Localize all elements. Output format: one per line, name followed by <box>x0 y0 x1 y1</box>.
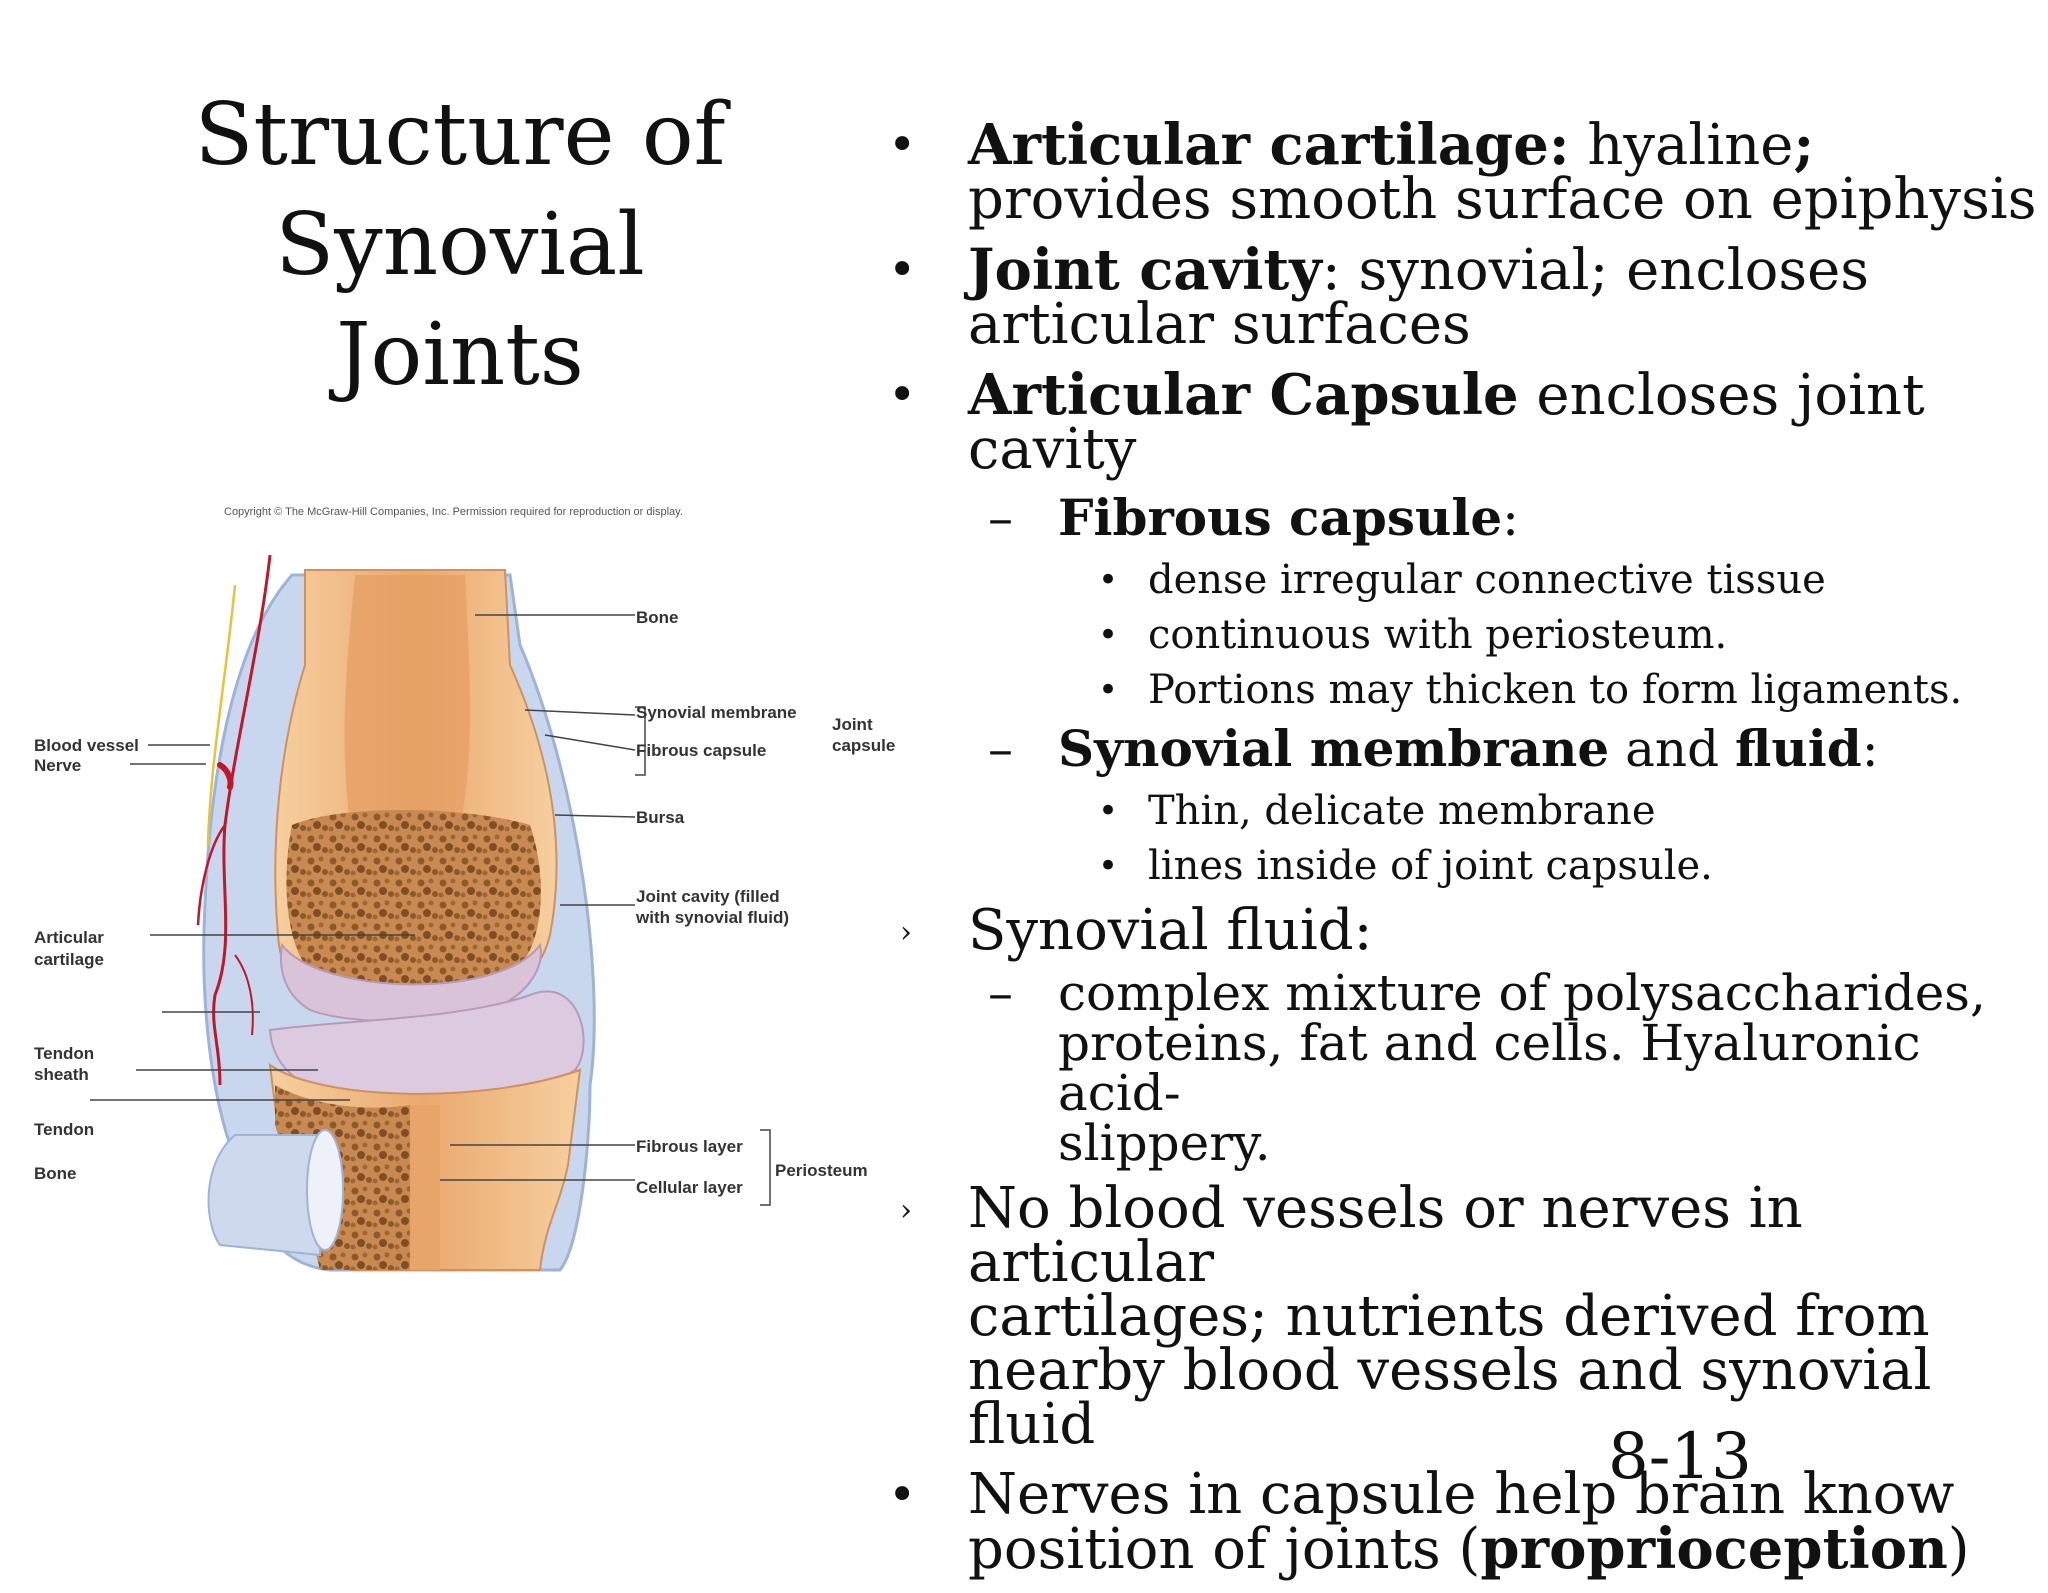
bullet-bold-text: Articular cartilage: <box>968 112 1570 178</box>
label-joint-cavity: with synovial fluid) <box>635 908 789 927</box>
label-synovial-membrane: Synovial membrane <box>636 703 797 722</box>
label-bone-top: Bone <box>636 608 679 627</box>
bullet-dot: • <box>1098 615 1119 655</box>
bullet-no-blood-vessels: › No blood vessels or nerves in articula… <box>880 1181 2040 1453</box>
bullet-synovial-fluid: › Synovial fluid: <box>880 903 2040 959</box>
bullet-text: slippery. <box>1058 1114 1271 1172</box>
page-number: 8-13 <box>1608 1420 1752 1494</box>
bullet-bold-text: ; <box>1793 112 1815 178</box>
bullet-bold-text: proprioception <box>1480 1516 1948 1582</box>
bullet-text: : synovial; encloses <box>1321 238 1869 303</box>
title-line: Joints <box>336 305 584 405</box>
tendon-shape <box>207 1134 321 1257</box>
label-cellular-layer: Cellular layer <box>636 1178 743 1197</box>
bullet-text: Thin, delicate membrane <box>1148 788 1656 834</box>
label-blood-vessel: Blood vessel <box>34 736 139 755</box>
bullet-text: articular surfaces <box>968 292 1471 357</box>
nerve-shape <box>206 584 237 846</box>
label-fibrous-capsule: Fibrous capsule <box>636 741 766 760</box>
bullet-bold-text: Fibrous capsule <box>1058 488 1503 547</box>
title-line: Structure of <box>194 85 726 185</box>
label-periosteum: Periosteum <box>775 1161 868 1180</box>
label-nerve: Nerve <box>34 756 81 775</box>
bullet-text: Portions may thicken to form ligaments. <box>1148 667 1963 713</box>
subbullet-fibrous-capsule: – Fibrous capsule: <box>880 489 2040 547</box>
bullet-dot: • <box>888 242 917 298</box>
bullet-dot: • <box>1098 670 1119 710</box>
bullet-text: nearby blood vessels and synovial fluid <box>968 1338 1932 1457</box>
dash-marker: – <box>988 964 1013 1022</box>
copyright-notice: Copyright © The McGraw-Hill Companies, I… <box>224 506 683 518</box>
blood-vessel-shape <box>212 554 272 1086</box>
subbullet-fluid-composition: – complex mixture of polysaccharides, pr… <box>880 968 2040 1168</box>
label-articular-cartilage: Articular <box>34 928 104 947</box>
bullet-text: and <box>1609 720 1736 778</box>
bullet-dot: › <box>900 1193 912 1228</box>
dash-marker: – <box>988 720 1013 778</box>
label-joint-cavity: Joint cavity (filled <box>636 887 780 906</box>
bullet-text: hyaline <box>1569 113 1794 178</box>
bullet-bold-text: Synovial membrane <box>1058 719 1610 778</box>
label-articular-cartilage: cartilage <box>34 950 104 969</box>
dash-marker: – <box>988 489 1013 547</box>
subsub-item: • Thin, delicate membrane <box>880 784 2040 839</box>
bullet-text: position of joints ( <box>968 1517 1481 1582</box>
bullet-text: lines inside of joint capsule. <box>1148 843 1713 889</box>
bullet-dot: • <box>888 1467 917 1523</box>
subbullet-synovial-membrane: – Synovial membrane and fluid: <box>880 720 2040 778</box>
bullet-dot: • <box>1098 791 1119 831</box>
bullet-text: complex mixture of polysaccharides, <box>1058 964 1986 1022</box>
title-line: Synovial <box>275 195 645 295</box>
bullet-articular-capsule: • Articular Capsule encloses joint cavit… <box>880 367 2040 478</box>
bullet-text: proteins, fat and cells. Hyaluronic acid… <box>1058 1014 1921 1122</box>
subsub-item: • dense irregular connective tissue <box>880 553 2040 608</box>
label-fibrous-layer: Fibrous layer <box>636 1137 743 1156</box>
label-joint-capsule: Joint <box>832 715 873 734</box>
subsub-item: • Portions may thicken to form ligaments. <box>880 663 2040 718</box>
label-bone-bottom: Bone <box>34 1164 77 1183</box>
bullet-articular-cartilage: • Articular cartilage: hyaline; provides… <box>880 117 2040 228</box>
subsub-item: • continuous with periosteum. <box>880 608 2040 663</box>
bullet-bold-text: fluid <box>1735 719 1862 778</box>
bullet-proprioception: • Nerves in capsule help brain know posi… <box>880 1467 2040 1578</box>
label-bursa: Bursa <box>636 808 685 827</box>
bullet-text: cavity <box>968 417 1137 482</box>
bullet-dot: • <box>1098 846 1119 886</box>
subsub-item: • lines inside of joint capsule. <box>880 839 2040 894</box>
synovial-joint-illustration: Bone Synovial membrane Fibrous capsule J… <box>34 554 895 1272</box>
bullet-text: Nerves in capsule help brain know <box>968 1462 1955 1527</box>
bullet-dot: • <box>888 367 917 423</box>
bullet-dot: • <box>1098 560 1119 600</box>
bullet-bold-text: Articular Capsule <box>968 362 1519 428</box>
label-joint-capsule: capsule <box>832 736 895 755</box>
bullet-text: Synovial fluid: <box>968 898 1373 963</box>
bullet-text: : <box>1502 489 1520 547</box>
bullet-dot: › <box>900 915 912 950</box>
bullet-text: provides smooth surface on epiphysis <box>968 167 2037 232</box>
bullet-dot: • <box>888 117 917 173</box>
bullet-list: • Articular cartilage: hyaline; provides… <box>880 117 2040 1593</box>
slide-title: Structure of Synovial Joints <box>150 80 770 410</box>
label-tendon: Tendon <box>34 1120 94 1139</box>
bullet-joint-cavity: • Joint cavity: synovial; encloses artic… <box>880 242 2040 353</box>
bullet-text: encloses joint <box>1518 363 1925 428</box>
bullet-text: dense irregular connective tissue <box>1148 557 1826 603</box>
bullet-text: cartilages; nutrients derived from <box>968 1284 1930 1349</box>
bullet-text: continuous with periosteum. <box>1148 612 1728 658</box>
bullet-text: : <box>1861 720 1879 778</box>
bullet-bold-text: Joint cavity <box>968 237 1322 303</box>
label-tendon-sheath: Tendon <box>34 1044 94 1063</box>
bullet-text: No blood vessels or nerves in articular <box>968 1176 1803 1295</box>
bullet-text: ) <box>1947 1517 1970 1582</box>
label-tendon-sheath: sheath <box>34 1065 89 1084</box>
